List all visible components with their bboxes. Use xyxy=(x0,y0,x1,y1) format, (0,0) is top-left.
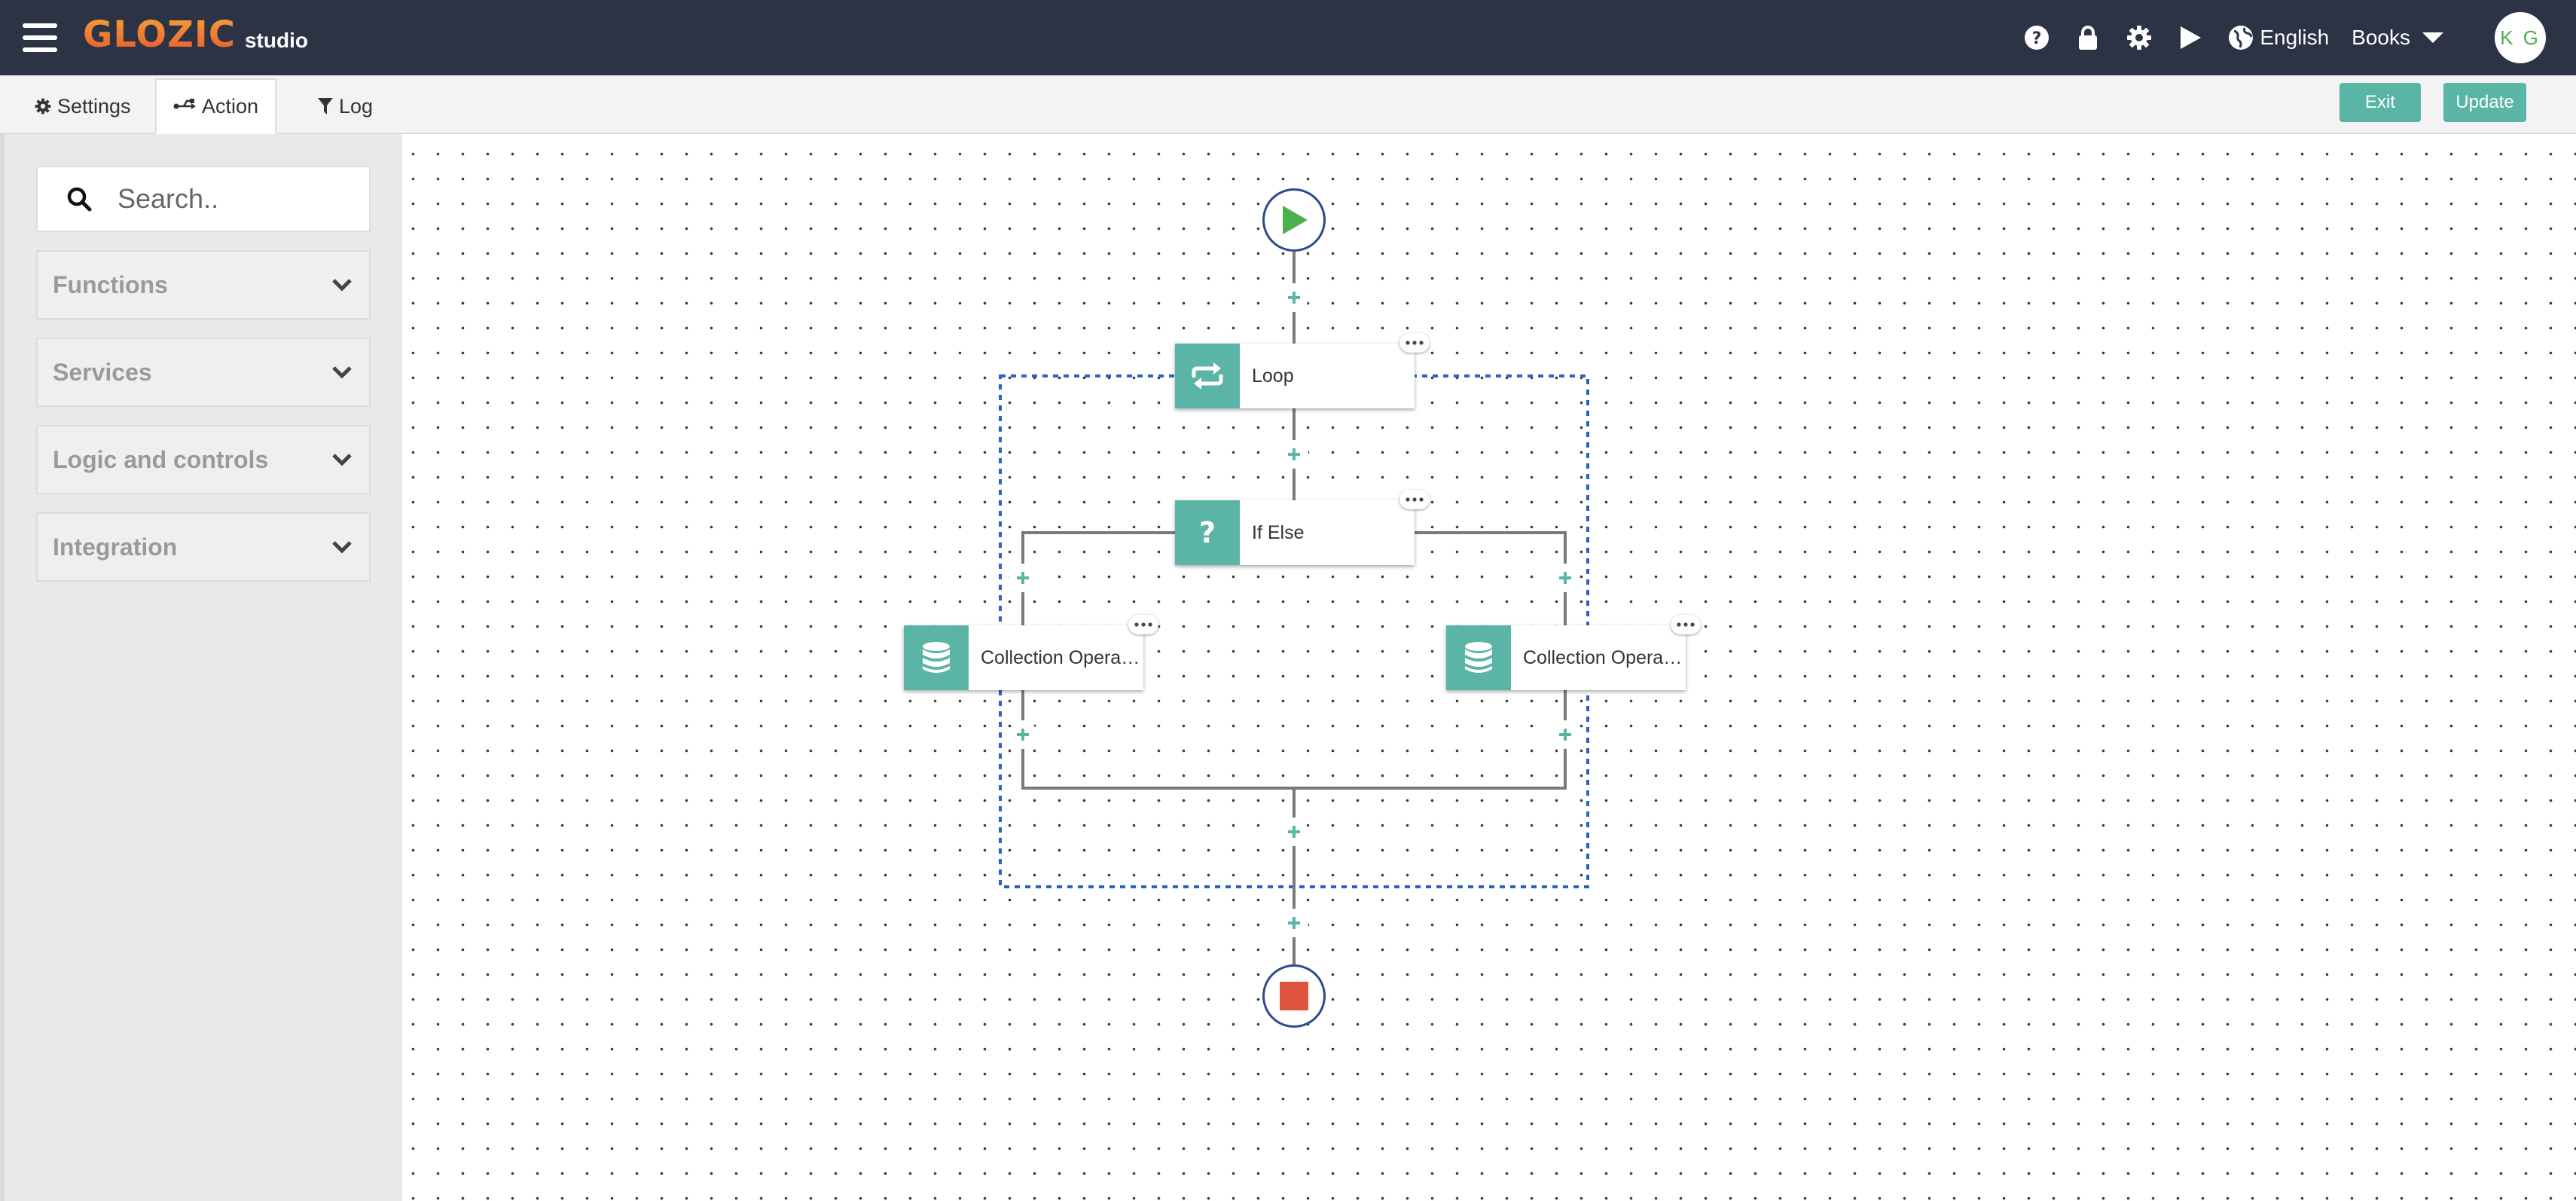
tab-settings[interactable]: Settings xyxy=(18,78,148,134)
plus-icon xyxy=(1288,917,1300,929)
add-step-button[interactable] xyxy=(1009,720,1037,749)
filter-icon xyxy=(318,98,333,115)
collection-operation-right-label: Collection Operat… xyxy=(1523,646,1684,668)
add-step-button[interactable] xyxy=(1280,817,1308,846)
exit-button[interactable]: Exit xyxy=(2339,83,2421,122)
more-options-icon[interactable] xyxy=(1128,615,1158,634)
section-services[interactable]: Services xyxy=(36,338,371,407)
logo-subtext: studio xyxy=(244,29,308,52)
question-icon: ? xyxy=(1175,500,1240,565)
chevron-down-icon xyxy=(332,279,352,292)
plus-icon xyxy=(1288,292,1300,304)
end-node[interactable] xyxy=(1262,964,1326,1028)
caret-down-icon xyxy=(2422,32,2443,43)
plus-icon xyxy=(1288,448,1300,460)
plus-icon xyxy=(1559,572,1571,584)
plus-icon xyxy=(1559,729,1571,741)
more-options-icon[interactable] xyxy=(1671,615,1701,634)
globe-icon xyxy=(2229,26,2254,50)
add-step-button[interactable] xyxy=(1551,564,1579,592)
avatar[interactable]: K G xyxy=(2495,12,2546,63)
play-icon[interactable] xyxy=(2175,23,2205,53)
search-box[interactable] xyxy=(36,166,371,232)
tab-log[interactable]: Log xyxy=(301,78,389,134)
collection-operation-left-label: Collection Operat… xyxy=(981,646,1142,668)
section-functions-label: Functions xyxy=(53,270,168,298)
database-icon xyxy=(904,625,969,690)
tab-settings-label: Settings xyxy=(57,94,131,118)
svg-text:?: ? xyxy=(1199,518,1216,548)
language-label: English xyxy=(2260,26,2330,49)
plus-icon xyxy=(1288,826,1300,838)
add-step-button[interactable] xyxy=(1551,720,1579,749)
search-input[interactable] xyxy=(116,182,345,215)
flow-icon xyxy=(173,99,196,109)
search-icon xyxy=(67,187,92,212)
add-step-button[interactable] xyxy=(1280,909,1308,937)
add-step-button[interactable] xyxy=(1009,564,1037,592)
workspace-label: Books xyxy=(2352,26,2410,49)
svg-text:?: ? xyxy=(2032,29,2042,48)
plus-icon xyxy=(1017,729,1029,741)
update-button[interactable]: Update xyxy=(2443,83,2526,122)
gear-icon xyxy=(35,98,51,115)
if-else-node[interactable]: ? If Else xyxy=(1175,500,1415,565)
logo-text: GLOZIC xyxy=(83,14,236,56)
loop-node[interactable]: Loop xyxy=(1175,344,1415,408)
loop-node-label: Loop xyxy=(1252,365,1294,387)
menu-icon[interactable] xyxy=(23,20,57,55)
database-icon xyxy=(1446,625,1511,690)
section-logic-label: Logic and controls xyxy=(53,445,269,473)
collection-operation-node-left[interactable]: Collection Operat… xyxy=(904,625,1143,690)
if-else-node-label: If Else xyxy=(1252,521,1305,543)
section-integration-label: Integration xyxy=(53,533,178,561)
app-logo[interactable]: GLOZIC studio xyxy=(83,14,308,56)
section-logic-and-controls[interactable]: Logic and controls xyxy=(36,425,371,494)
more-options-icon[interactable] xyxy=(1399,490,1430,509)
start-node[interactable] xyxy=(1262,188,1326,252)
section-integration[interactable]: Integration xyxy=(36,512,371,582)
chevron-down-icon xyxy=(332,541,352,554)
component-palette: Functions Services Logic and controls In… xyxy=(0,134,402,1201)
chevron-down-icon xyxy=(332,454,352,466)
section-functions[interactable]: Functions xyxy=(36,250,371,319)
gear-icon[interactable] xyxy=(2124,23,2154,53)
add-step-button[interactable] xyxy=(1280,440,1308,469)
collection-operation-node-right[interactable]: Collection Operat… xyxy=(1446,625,1686,690)
more-options-icon[interactable] xyxy=(1399,333,1430,353)
plus-icon xyxy=(1017,572,1029,584)
chevron-down-icon xyxy=(332,366,352,379)
tab-action[interactable]: Action xyxy=(155,78,277,134)
language-selector[interactable]: English xyxy=(2228,25,2329,50)
lock-icon[interactable] xyxy=(2073,23,2103,53)
help-icon[interactable]: ? xyxy=(2022,23,2052,53)
section-services-label: Services xyxy=(53,358,152,386)
add-step-button[interactable] xyxy=(1280,283,1308,312)
repeat-icon xyxy=(1175,344,1240,408)
play-icon xyxy=(1283,206,1308,234)
tab-log-label: Log xyxy=(339,94,374,118)
stop-icon xyxy=(1280,982,1308,1010)
navbar-actions: ? English Books K G xyxy=(2001,12,2546,63)
top-navbar: GLOZIC studio ? English Books K G xyxy=(0,0,2576,75)
tab-action-label: Action xyxy=(202,94,259,118)
tab-bar: Settings Action Log Exit Update xyxy=(0,75,2576,134)
workspace-dropdown[interactable]: Books xyxy=(2352,26,2443,50)
